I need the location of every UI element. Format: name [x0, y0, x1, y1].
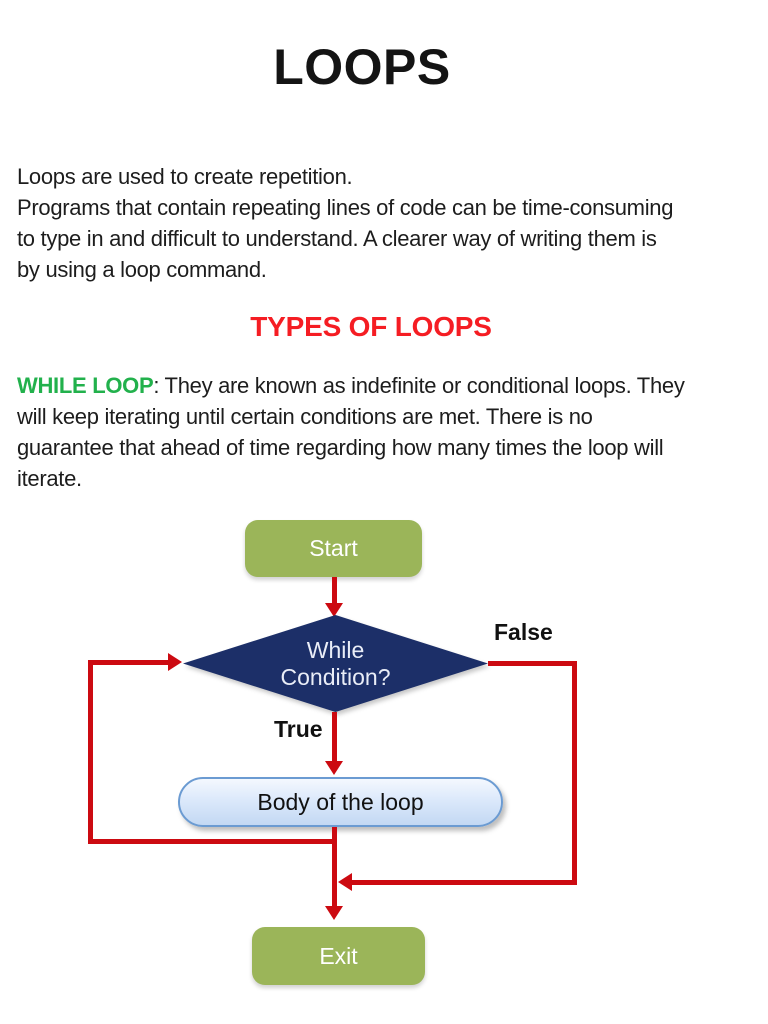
- exit-node-label: Exit: [319, 942, 358, 969]
- flowchart-start-node: Start: [245, 520, 422, 577]
- false-branch-top-line: [488, 661, 577, 666]
- decision-to-body-arrowhead-icon: [325, 761, 343, 775]
- start-to-decision-line: [332, 577, 337, 605]
- page-title: LOOPS: [273, 39, 451, 95]
- decision-diamond: While Condition?: [183, 615, 488, 712]
- merge-to-exit-arrowhead-icon: [325, 906, 343, 920]
- flowchart-exit-node: Exit: [252, 927, 425, 985]
- decision-label-line1: While: [306, 636, 365, 663]
- decision-to-body-line: [332, 712, 337, 763]
- intro-line: Loops are used to create repetition.: [17, 164, 353, 189]
- false-branch-label: False: [494, 619, 553, 645]
- false-branch-merge-line: [352, 880, 577, 885]
- true-branch-label: True: [274, 716, 323, 742]
- decision-label-line2: Condition?: [280, 663, 391, 690]
- body-node-label: Body of the loop: [257, 788, 424, 815]
- loopback-to-decision-line: [88, 660, 168, 665]
- intro-line: to type in and difficult to understand. …: [17, 226, 657, 251]
- flowchart-body-node: Body of the loop: [178, 777, 503, 827]
- false-branch-arrowhead-icon: [338, 873, 352, 891]
- loopback-bottom-line: [88, 839, 334, 844]
- intro-line: by using a loop command.: [17, 257, 267, 282]
- while-loop-keyword: WHILE LOOP: [17, 373, 154, 398]
- false-branch-right-line: [572, 661, 577, 885]
- intro-line: Programs that contain repeating lines of…: [17, 195, 674, 220]
- loopback-left-line: [88, 660, 93, 844]
- while-loop-line: will keep iterating until certain condit…: [17, 404, 593, 429]
- loopback-arrowhead-icon: [168, 653, 182, 671]
- while-loop-line: WHILE LOOP: They are known as indefinite…: [17, 370, 685, 401]
- start-to-decision-arrowhead-icon: [325, 603, 343, 617]
- while-loop-line: iterate.: [17, 466, 82, 491]
- intro-paragraph: Loops are used to create repetition. Pro…: [17, 161, 673, 285]
- decision-diamond-shape: While Condition?: [183, 615, 488, 712]
- section-heading: TYPES OF LOOPS: [250, 311, 492, 342]
- body-to-exit-line: [332, 827, 337, 907]
- while-loop-line-rest: : They are known as indefinite or condit…: [153, 373, 685, 398]
- while-loop-line: guarantee that ahead of time regarding h…: [17, 435, 664, 460]
- start-node-label: Start: [309, 535, 358, 561]
- while-loop-paragraph: WHILE LOOP: They are known as indefinite…: [17, 370, 685, 494]
